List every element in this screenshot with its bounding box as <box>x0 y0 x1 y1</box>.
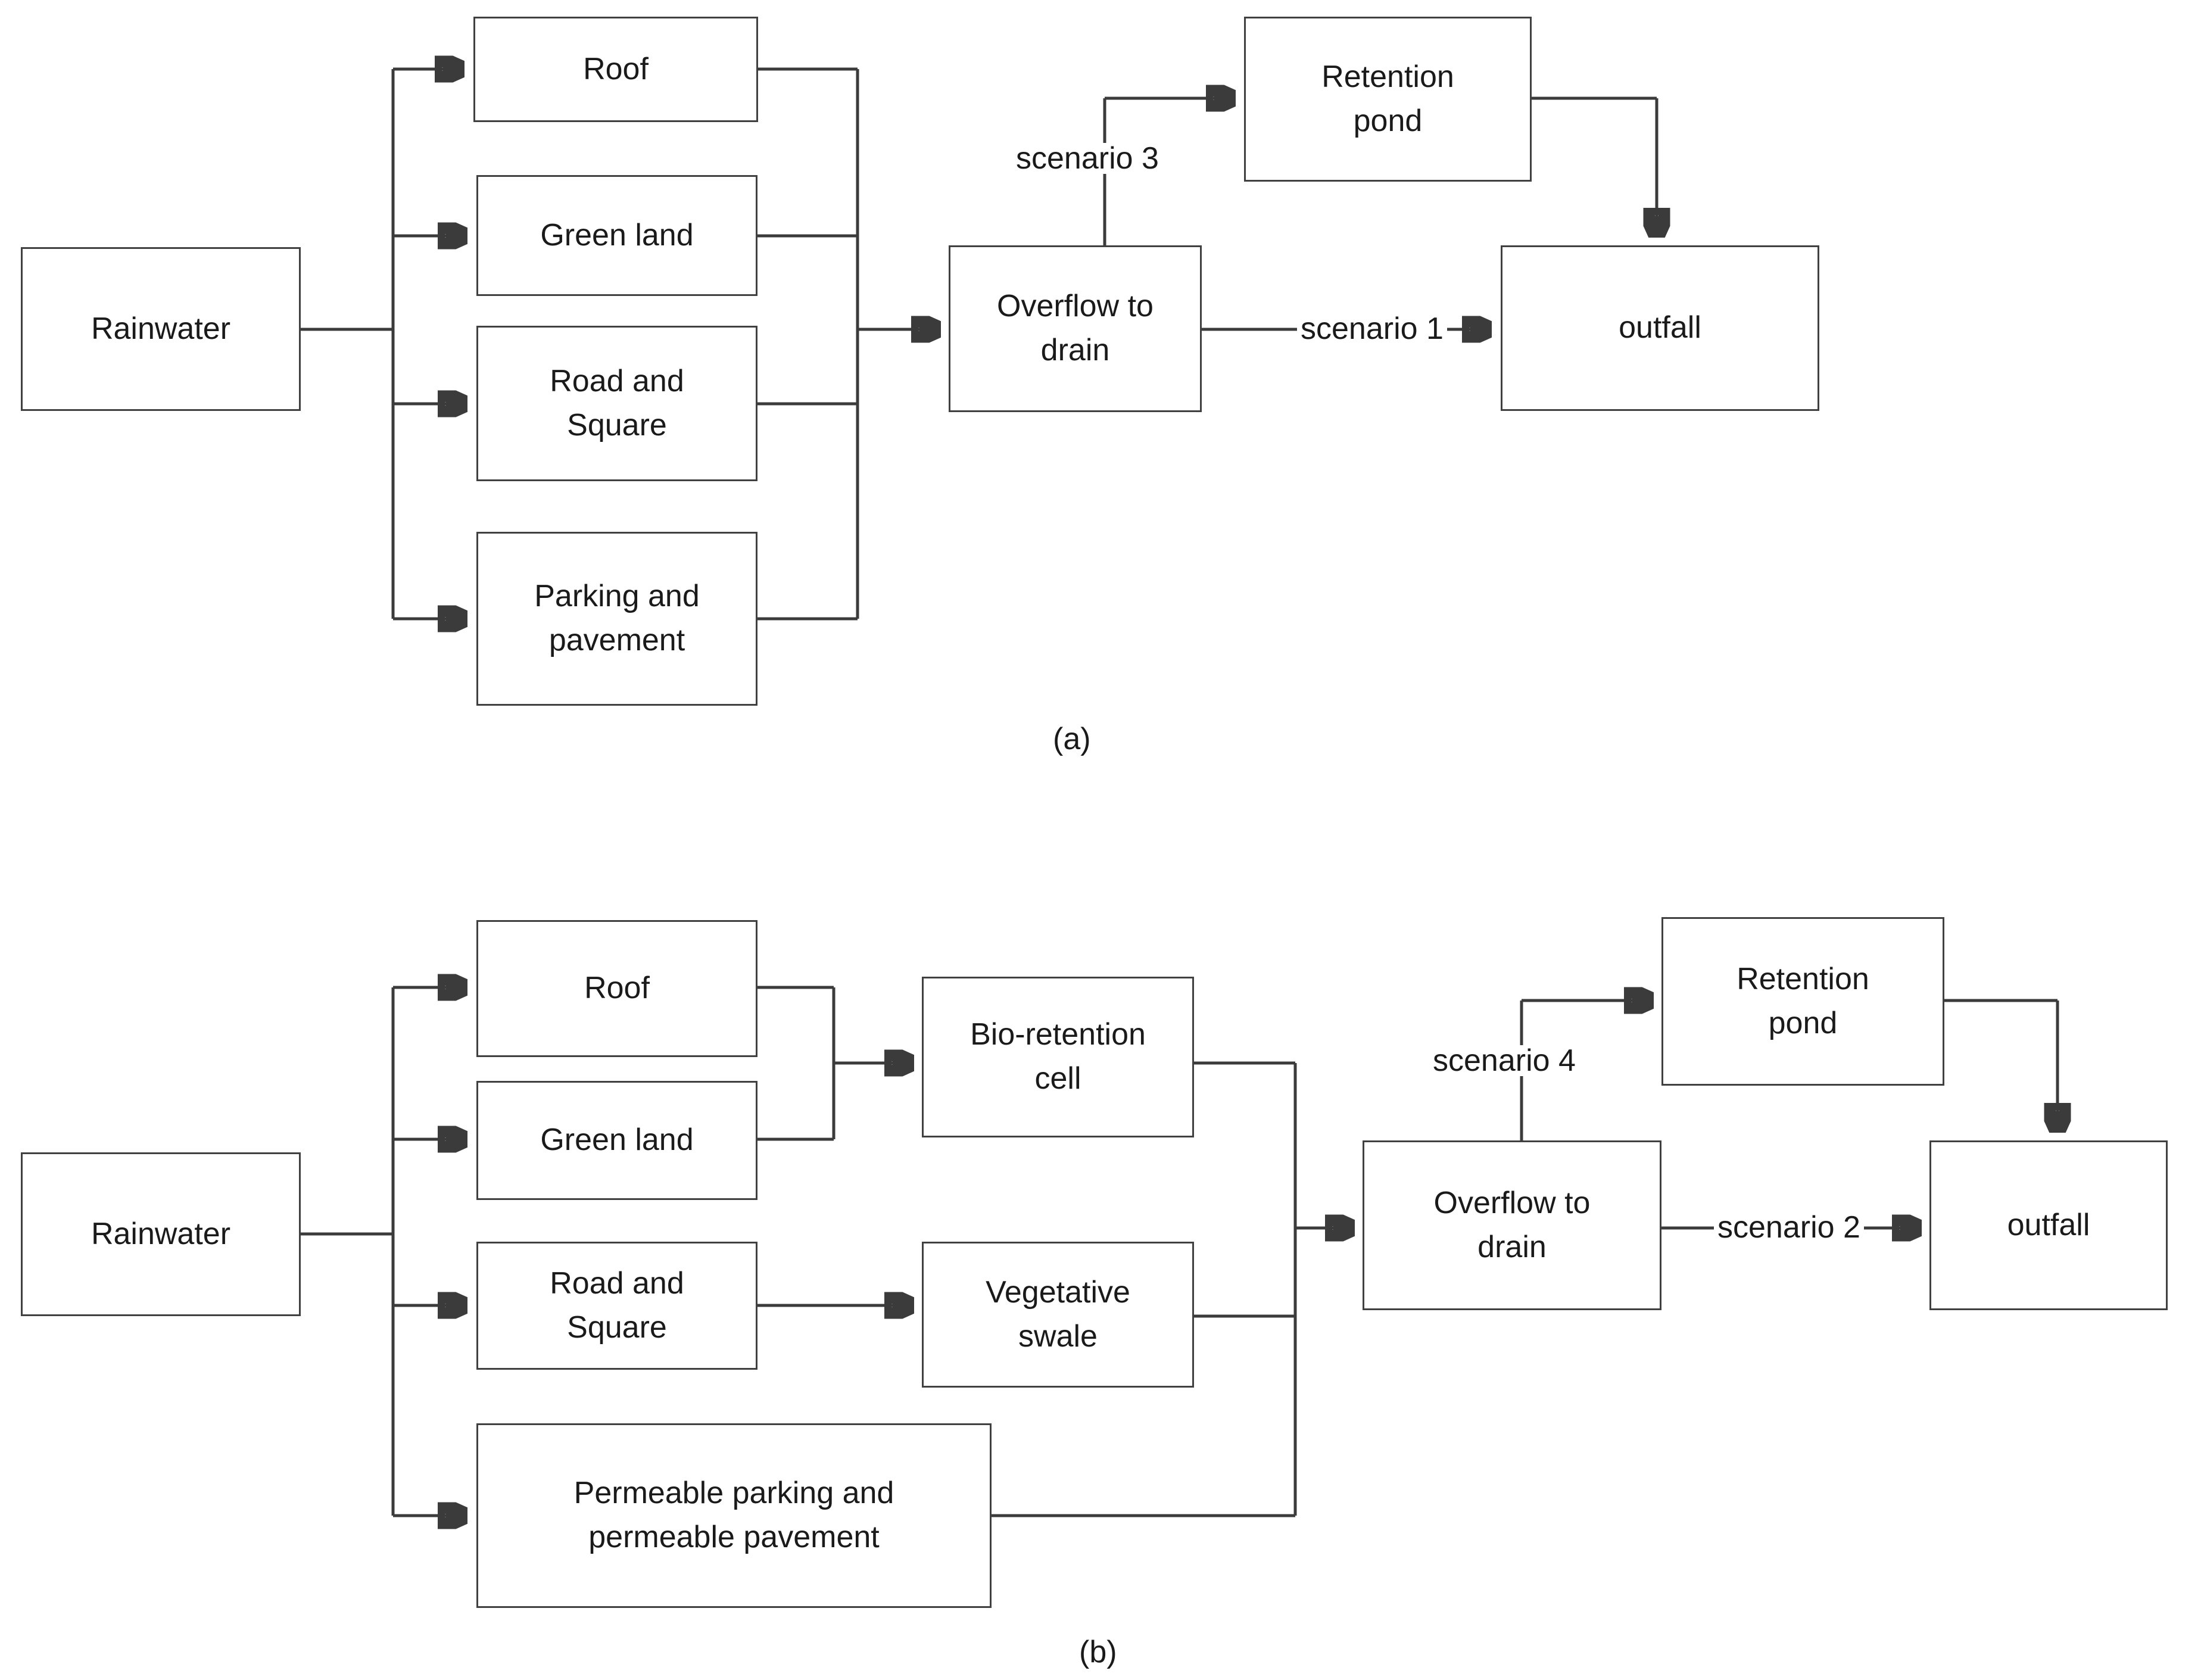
node-b-vegetative-swale[interactable]: Vegetative swale <box>922 1242 1194 1388</box>
node-a-outfall[interactable]: outfall <box>1501 245 1819 411</box>
edge-label-a-scenario-3: scenario 3 <box>1012 143 1162 174</box>
node-b-permeable-parking-and-pavement[interactable]: Permeable parking and permeable pavement <box>476 1423 992 1608</box>
node-a-roof[interactable]: Roof <box>473 17 758 122</box>
node-b-green-land[interactable]: Green land <box>476 1081 757 1200</box>
node-a-retention-pond[interactable]: Retention pond <box>1244 17 1532 182</box>
node-b-road-and-square[interactable]: Road and Square <box>476 1242 757 1370</box>
node-a-overflow-to-drain[interactable]: Overflow to drain <box>949 245 1202 412</box>
node-b-overflow-to-drain[interactable]: Overflow to drain <box>1363 1140 1661 1310</box>
node-b-bio-retention-cell[interactable]: Bio-retention cell <box>922 977 1194 1137</box>
panel-caption-a: (a) <box>1053 722 1091 756</box>
node-a-rainwater[interactable]: Rainwater <box>21 247 301 411</box>
node-b-roof[interactable]: Roof <box>476 920 757 1057</box>
node-b-retention-pond[interactable]: Retention pond <box>1661 917 1944 1086</box>
panel-caption-b: (b) <box>1079 1635 1117 1669</box>
node-b-rainwater[interactable]: Rainwater <box>21 1152 301 1316</box>
edge-label-a-scenario-1: scenario 1 <box>1297 313 1447 344</box>
node-b-outfall[interactable]: outfall <box>1929 1140 2168 1310</box>
edge-label-b-scenario-4: scenario 4 <box>1429 1045 1579 1076</box>
edge-label-b-scenario-2: scenario 2 <box>1714 1212 1864 1243</box>
node-a-green-land[interactable]: Green land <box>476 175 757 296</box>
node-a-parking-and-pavement[interactable]: Parking and pavement <box>476 532 757 706</box>
node-a-road-and-square[interactable]: Road and Square <box>476 326 757 481</box>
